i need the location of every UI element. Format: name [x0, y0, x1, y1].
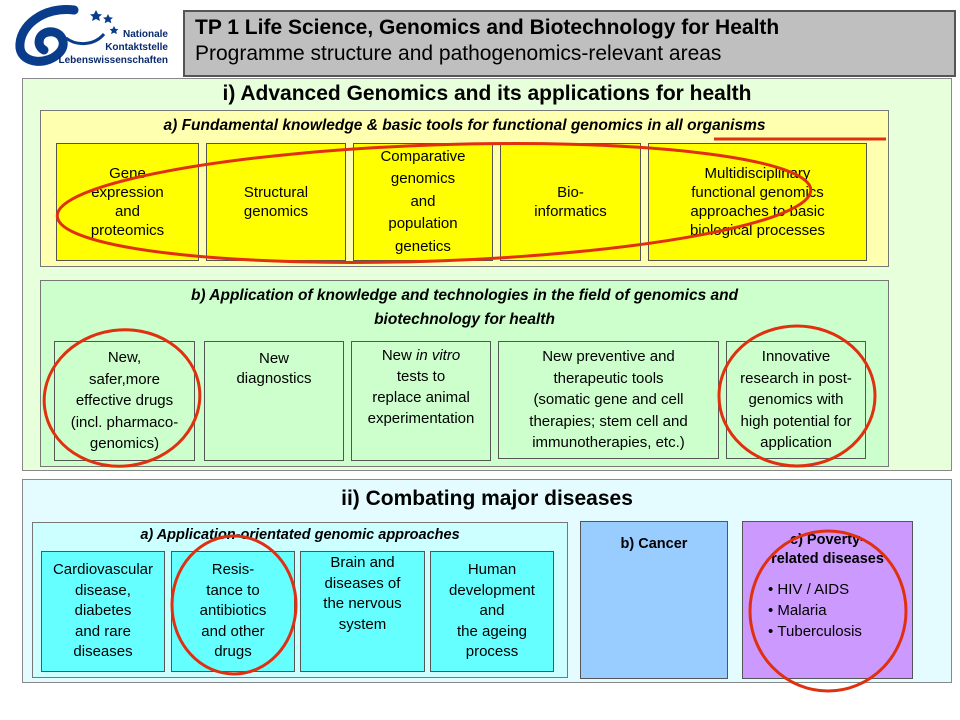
box-line: diseases of	[324, 574, 401, 592]
box-line: development	[449, 581, 535, 599]
box-line: antibiotics	[199, 602, 267, 620]
box-line: drugs	[214, 643, 252, 661]
box-line: the ageing	[456, 622, 528, 640]
box-line: tests to	[396, 368, 446, 385]
box-line: Gene	[109, 165, 146, 182]
logo: Nationale Kontaktstelle Lebenswissenscha…	[4, 2, 176, 70]
logo-line: Kontaktstelle	[105, 42, 168, 53]
box-line: the nervous	[323, 595, 402, 612]
logo-emblem-icon	[15, 5, 119, 66]
box-line: informatics	[534, 203, 607, 220]
title-box: TP 1 Life Science, Genomics and Biotechn…	[183, 10, 956, 77]
page-subtitle: Programme structure and pathogenomics-re…	[195, 42, 722, 65]
box-line: New	[258, 350, 289, 367]
box-cancer: b) Cancer	[580, 521, 728, 679]
box-line: proteomics	[90, 222, 165, 239]
box-line: New,	[107, 349, 142, 367]
box-line: therapeutic tools	[553, 369, 664, 387]
section-i-b-title-line: biotechnology for health	[374, 311, 555, 328]
logo-line: Lebenswissenschaften	[58, 55, 168, 66]
list-item: Malaria	[768, 600, 912, 621]
box-line: and	[479, 602, 505, 620]
logo-line: Nationale	[122, 29, 168, 40]
section-ii-a-title: a) Application-orientated genomic approa…	[140, 527, 460, 543]
box-line: and	[114, 203, 140, 220]
section-i-b-title-line: b) Application of knowledge and technolo…	[190, 287, 739, 304]
box-line: (incl. pharmaco-	[70, 413, 179, 431]
box-line: effective drugs	[75, 392, 174, 410]
box-line: diagnostics	[236, 370, 312, 387]
box-new-diagnostics: New diagnostics	[204, 341, 344, 461]
box-line: biological processes	[689, 222, 826, 239]
box-preventive-tools: New preventive and therapeutic tools (so…	[498, 341, 719, 459]
box-line: safer,more	[89, 370, 160, 388]
box-line: and rare	[75, 622, 131, 640]
box-line: genomics	[243, 203, 309, 220]
box-line: experimentation	[367, 410, 475, 427]
box-line: system	[338, 615, 387, 633]
box-line: Bio-	[557, 184, 584, 201]
poverty-title-line: related diseases	[771, 551, 884, 567]
list-item: HIV / AIDS	[768, 579, 912, 600]
box-antibiotic-resistance: Resis- tance to antibiotics and other dr…	[171, 551, 295, 672]
box-line: (somatic gene and cell	[533, 391, 684, 409]
box-line: Multidisciplinary	[704, 165, 811, 182]
box-in-vitro: New in vitro tests to replace animal exp…	[351, 341, 491, 461]
box-line: therapies; stem cell and	[529, 412, 688, 430]
poverty-list: HIV / AIDS Malaria Tuberculosis	[768, 579, 912, 642]
box-line: genomics)	[89, 435, 160, 453]
box-human-development: Human development and the ageing process	[430, 551, 554, 672]
box-line: New preventive and	[542, 348, 675, 366]
box-line: functional genomics	[691, 184, 824, 201]
box-line: genetics	[395, 237, 451, 255]
box-new-drugs: New, safer,more effective drugs (incl. p…	[54, 341, 195, 461]
box-line: immunotherapies, etc.)	[532, 434, 685, 452]
box-cardiovascular: Cardiovascular disease, diabetes and rar…	[41, 551, 165, 672]
box-bioinformatics: Bio- informatics	[500, 143, 641, 261]
box-line: and other	[201, 622, 265, 640]
box-line: replace animal	[372, 389, 470, 406]
box-line: population	[388, 215, 458, 233]
cancer-title: b) Cancer	[620, 536, 688, 552]
poverty-title: c) Poverty- related diseases	[743, 531, 912, 569]
box-line: high potential for	[740, 412, 852, 430]
box-line: and	[410, 192, 436, 210]
box-line: Brain and	[330, 554, 395, 571]
box-line: genomics with	[748, 391, 844, 409]
box-gene-expression: Gene expression and proteomics	[56, 143, 199, 261]
section-i-title: i) Advanced Genomics and its application…	[222, 82, 752, 105]
box-poverty-diseases: c) Poverty- related diseases HIV / AIDS …	[742, 521, 913, 679]
box-line-prefix: New	[381, 347, 416, 364]
box-comparative-genomics: Comparative genomics and population gene…	[353, 143, 493, 261]
section-i-a-title: a) Fundamental knowledge & basic tools f…	[163, 117, 766, 134]
box-innovative-research: Innovative research in post- genomics wi…	[726, 341, 866, 459]
box-line-italic: in vitro	[416, 347, 461, 364]
list-item: Tuberculosis	[768, 621, 912, 642]
box-line: diseases	[73, 643, 133, 661]
box-brain-diseases: Brain and diseases of the nervous system	[300, 551, 425, 672]
box-line: Cardiovascular	[52, 561, 154, 579]
poverty-title-line: c) Poverty-	[790, 532, 865, 548]
box-line: tance to	[206, 581, 260, 599]
box-line: Human	[467, 561, 517, 579]
box-line: research in post-	[740, 369, 852, 387]
box-line: Resis-	[211, 561, 255, 579]
section-ii-title: ii) Combating major diseases	[341, 487, 633, 510]
box-structural-genomics: Structural genomics	[206, 143, 346, 261]
box-line: application	[760, 434, 832, 452]
section-i-b-title: b) Application of knowledge and technolo…	[40, 284, 889, 332]
page-title: TP 1 Life Science, Genomics and Biotechn…	[195, 16, 780, 39]
box-line: approaches to basic	[690, 203, 825, 220]
box-line: Comparative	[380, 147, 466, 165]
box-line: genomics	[390, 170, 456, 188]
box-line: diabetes	[74, 602, 132, 620]
box-line: Innovative	[761, 348, 831, 366]
box-line: disease,	[75, 581, 131, 599]
box-multidisciplinary: Multidisciplinary functional genomics ap…	[648, 143, 867, 261]
box-line: New in vitro	[354, 345, 488, 366]
box-line: expression	[91, 184, 164, 201]
box-line: Structural	[243, 184, 309, 201]
logo-text: Nationale Kontaktstelle Lebenswissenscha…	[59, 28, 168, 67]
box-line: process	[465, 643, 519, 661]
